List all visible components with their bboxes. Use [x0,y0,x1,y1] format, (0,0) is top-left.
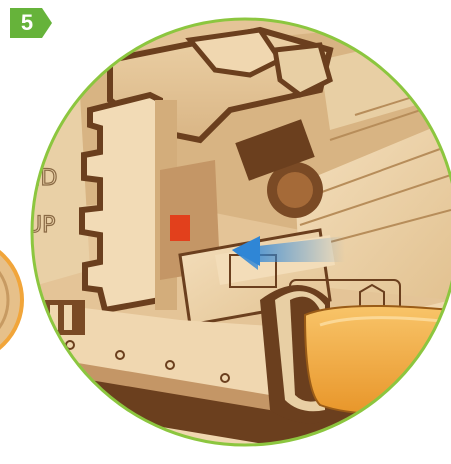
step-badge: 5 [10,8,52,38]
red-marker [170,215,190,241]
engraved-text-up: UP [26,213,55,238]
step-number: 5 [10,8,44,38]
previous-step-circle-edge [0,238,22,362]
engraved-side-panel: ND UP [20,95,90,290]
